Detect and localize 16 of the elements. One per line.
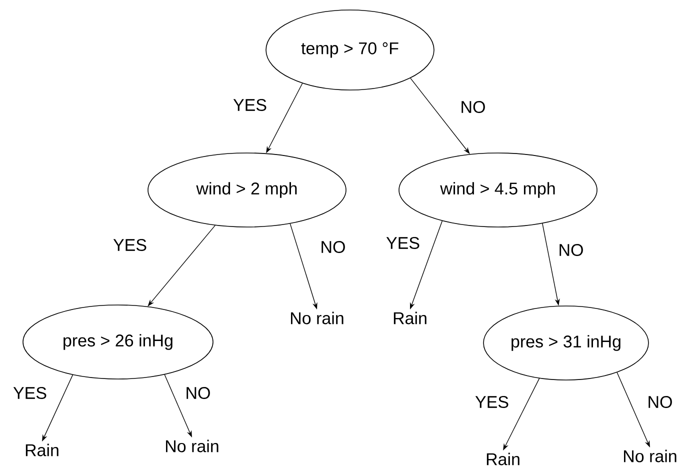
leaf-label: Rain	[26, 444, 58, 456]
leaf-label: Rain	[486, 452, 520, 466]
edge-label: YES	[12, 386, 48, 400]
edge-label: NO	[557, 242, 585, 258]
edge-label: NO	[319, 240, 347, 254]
leaf-label: No rain	[624, 450, 676, 462]
edge-label: YES	[232, 98, 268, 112]
edge-label: YES	[474, 394, 510, 410]
leaf-label: No rain	[291, 312, 344, 324]
edge-label: NO	[459, 100, 487, 114]
edge-label: NO	[646, 394, 674, 410]
edge-label: YES	[385, 236, 421, 250]
edge-label: YES	[112, 238, 148, 252]
leaf-label: No rain	[166, 440, 218, 452]
edge-label: NO	[184, 386, 212, 400]
leaf-label: Rain	[394, 312, 426, 324]
